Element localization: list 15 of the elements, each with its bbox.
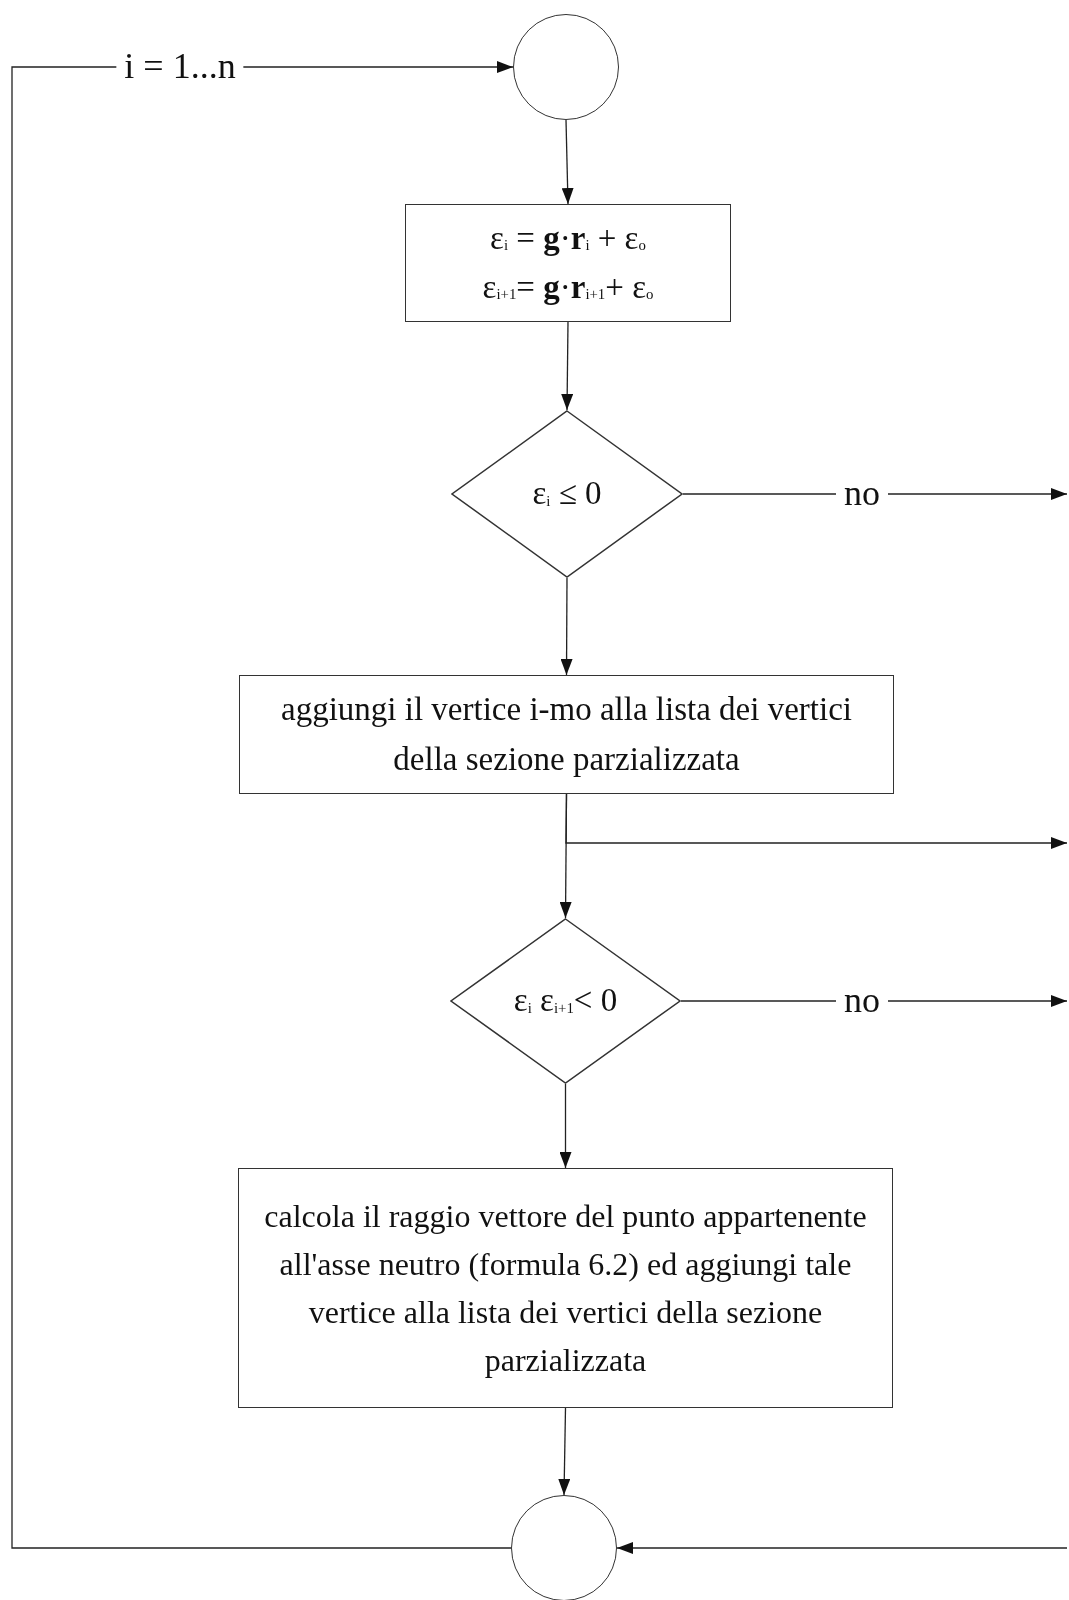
arrow xyxy=(561,119,574,205)
arrow xyxy=(560,577,573,676)
process-box xyxy=(238,1168,893,1408)
arrow xyxy=(11,61,514,1549)
process-box xyxy=(239,675,894,794)
decision-diamond xyxy=(450,918,681,1084)
process-text: aggiungi il vertice i-mo alla lista dei vertici della sezione parzializzata xyxy=(280,690,853,779)
arrow xyxy=(558,1407,571,1496)
arrow xyxy=(561,321,574,411)
process-text: calcola il raggio vettore del punto appartenente all'asse neutro (formula 6.2) ed aggiungi tale vertice alla lista dei vertici della sezione parzializzata xyxy=(263,1197,868,1380)
arrow xyxy=(559,1083,572,1169)
arrow xyxy=(559,793,572,919)
process-box xyxy=(405,204,731,322)
arrow xyxy=(616,1542,1068,1554)
decision-diamond xyxy=(451,410,683,578)
